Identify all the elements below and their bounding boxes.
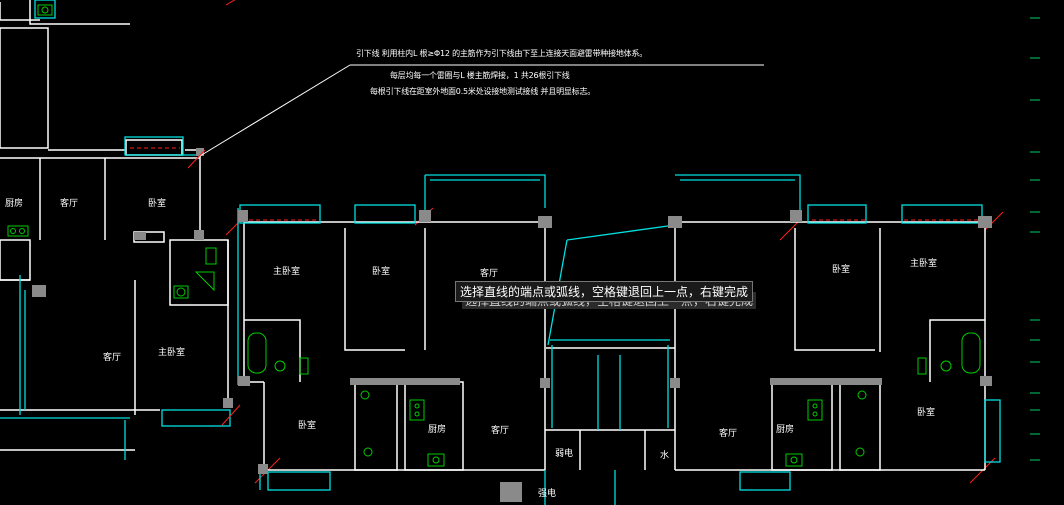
room-label-living-c: 客厅 xyxy=(480,269,499,279)
room-label-living-f: 客厅 xyxy=(719,429,738,439)
left-building-fixtures xyxy=(7,4,217,299)
annotation-leader xyxy=(199,64,764,157)
left-building-columns xyxy=(32,148,233,408)
room-label-strong: 强电 xyxy=(538,489,557,499)
room-label-kitchen-e: 厨房 xyxy=(428,425,447,435)
room-label-bedroom-c: 卧室 xyxy=(372,267,391,277)
main-building-windows xyxy=(237,174,1001,505)
room-label-master-b: 主卧室 xyxy=(158,348,186,358)
room-label-bedroom-d: 卧室 xyxy=(832,265,851,275)
room-label-living-b: 客厅 xyxy=(103,353,122,363)
room-label-elec: 弱电 xyxy=(555,449,574,459)
room-label-kitchen-left: 厨房 xyxy=(5,199,24,209)
left-building-windows xyxy=(0,0,231,460)
room-label-master-d: 主卧室 xyxy=(910,259,938,269)
room-label-bedroom-a: 卧室 xyxy=(148,199,167,209)
left-building-walls xyxy=(0,0,229,451)
annotation-line-1: 引下线 利用柱内L 根≥Φ12 的主筋作为引下线由下至上连接天面避雷带种接地体系… xyxy=(356,49,648,58)
main-building-fixtures xyxy=(247,332,981,467)
annotation-line-2: 每层均每一个雷圈与L 楼主筋焊接，1 共26根引下线 xyxy=(390,71,570,80)
room-label-bedroom-f: 卧室 xyxy=(917,408,936,418)
main-building-columns xyxy=(238,210,992,502)
room-label-living-e: 客厅 xyxy=(491,426,510,436)
room-label-bedroom-e: 卧室 xyxy=(298,421,317,431)
room-label-kitchen-f: 厨房 xyxy=(776,425,795,435)
room-label-living-a: 客厅 xyxy=(60,199,79,209)
room-label-water: 水 xyxy=(660,451,670,461)
main-building-walls xyxy=(243,221,986,471)
right-edge-ticks xyxy=(1030,17,1040,461)
command-prompt-tooltip: 选择直线的端点或弧线，空格键退回上一点，右键完成 xyxy=(455,281,754,302)
room-label-master-c: 主卧室 xyxy=(273,267,301,277)
annotation-line-3: 每根引下线在距室外地面0.5米处设接地测试接线 并且明显标志。 xyxy=(370,87,596,96)
